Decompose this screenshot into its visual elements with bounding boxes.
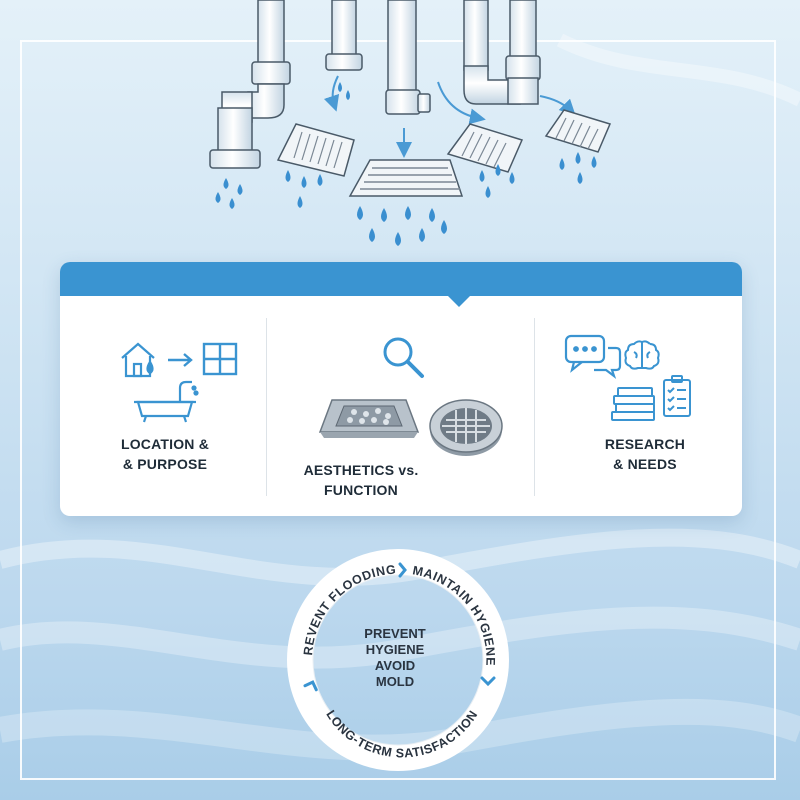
- research-needs-label: RESEARCH & NEEDS: [570, 434, 720, 474]
- drain-grate-1: [276, 123, 355, 177]
- water-drops: [215, 82, 597, 246]
- pipes-and-drains-illustration: [209, 0, 612, 246]
- chevron-down-icon: [480, 676, 496, 687]
- round-metal-drain-icon: [429, 399, 503, 456]
- section-divider: [266, 318, 267, 496]
- label-line-2: & NEEDS: [613, 456, 677, 472]
- section-divider: [534, 318, 535, 496]
- center-line-prevent: PREVENT: [364, 626, 426, 641]
- magnifier-icon: [383, 337, 424, 378]
- center-line-mold: MOLD: [375, 674, 415, 689]
- pipe-left-elbow: [209, 0, 291, 169]
- pipe-center: [385, 0, 431, 115]
- considerations-card: LOCATION & & PURPOSE AESTHETICS vs. FUNC…: [60, 262, 742, 516]
- research-needs-icons: [564, 334, 691, 421]
- label-line-1: LOCATION &: [120, 436, 210, 452]
- drain-grate-4: [544, 109, 612, 153]
- ring-inner-edge: [312, 574, 484, 746]
- location-purpose-label: LOCATION & & PURPOSE: [90, 434, 240, 474]
- card-header-bar: [60, 262, 742, 296]
- label-line-2: FUNCTION: [324, 482, 398, 498]
- checklist-icon: [663, 375, 691, 417]
- pipe-short: [325, 0, 363, 71]
- label-line-1: RESEARCH: [604, 436, 686, 452]
- pipe-right-u: [463, 0, 541, 105]
- cycle-chevrons: [303, 562, 496, 692]
- center-line-hygiene: HYGIENE: [365, 642, 425, 657]
- square-tile-drain-icon: [318, 399, 420, 438]
- chevron-right-icon: [398, 562, 407, 578]
- bathtub-icon: [134, 380, 199, 423]
- flow-arrows: [323, 75, 576, 158]
- drain-grate-3: [446, 123, 524, 173]
- drain-grate-center: [348, 159, 464, 197]
- books-icon: [611, 387, 655, 421]
- card-header-notch: [446, 294, 472, 307]
- ring-center-text: PREVENT HYGIENE AVOID MOLD: [340, 626, 450, 690]
- house-water-icon: [121, 342, 155, 378]
- aesthetics-function-label: AESTHETICS vs. FUNCTION: [286, 460, 436, 500]
- chat-bubbles-icon: [564, 334, 622, 379]
- center-line-avoid: AVOID: [374, 658, 416, 673]
- brain-icon: [624, 340, 660, 370]
- arrow-right-icon: [168, 353, 193, 367]
- location-purpose-icons: [121, 342, 238, 423]
- arc-prevent-flooding: PREVENT FLOODING: [0, 0, 396, 656]
- window-icon: [202, 342, 238, 376]
- label-line-2: & PURPOSE: [122, 456, 208, 472]
- label-line-1: AESTHETICS vs.: [303, 462, 419, 478]
- chevron-left-icon: [303, 680, 318, 692]
- arc-text-top-left: PREVENT FLOODING: [0, 0, 397, 656]
- ring-band: [287, 549, 509, 771]
